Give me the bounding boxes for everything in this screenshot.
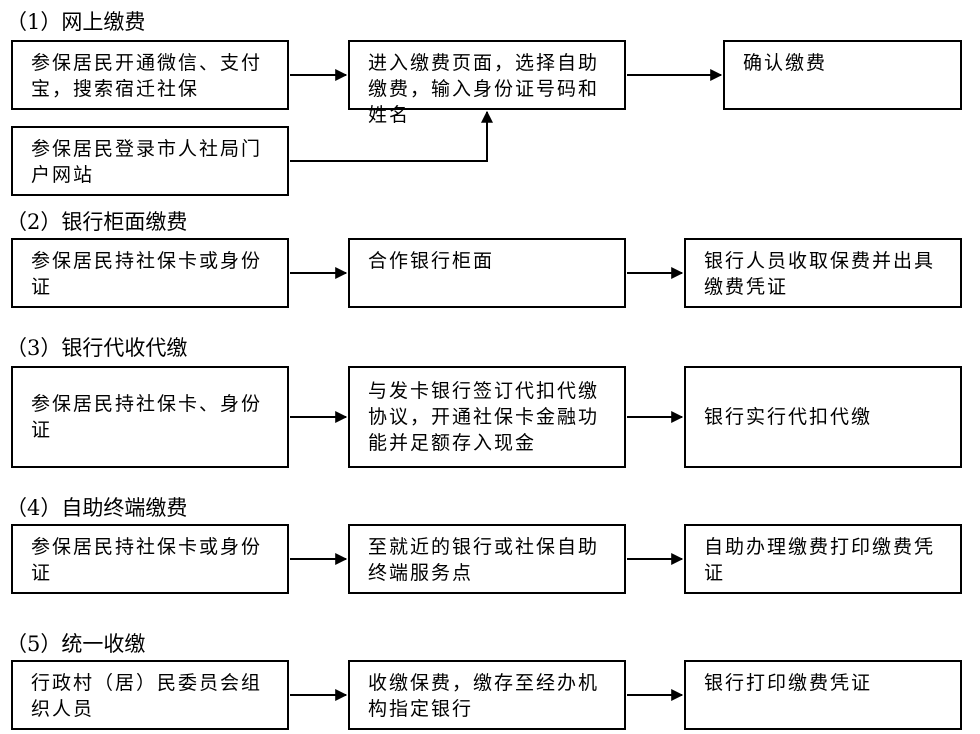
step-2-1-text: 参保居民持社保卡或身份证 [31, 250, 263, 298]
step-3-2-box: 与发卡银行签订代扣代缴协议，开通社保卡金融功能并足额存入现金 [348, 366, 626, 468]
step-3-1-box: 参保居民持社保卡、身份证 [11, 366, 289, 468]
step-1-3-box: 确认缴费 [723, 40, 962, 110]
step-2-3-box: 银行人员收取保费并出具缴费凭证 [684, 238, 962, 308]
step-4-3-box: 自助办理缴费打印缴费凭证 [684, 524, 962, 594]
step-4-1-box: 参保居民持社保卡或身份证 [11, 524, 289, 594]
arrow-1-4-to-1-2 [290, 110, 493, 162]
step-4-1-text: 参保居民持社保卡或身份证 [31, 536, 263, 584]
step-3-1-text: 参保居民持社保卡、身份证 [31, 393, 263, 441]
step-5-3-box: 银行打印缴费凭证 [684, 660, 962, 730]
step-2-2-text: 合作银行柜面 [368, 250, 495, 272]
step-4-2-box: 至就近的银行或社保自助终端服务点 [348, 524, 626, 594]
step-1-3-text: 确认缴费 [743, 52, 828, 74]
step-1-1-box: 参保居民开通微信、支付宝，搜索宿迁社保 [11, 40, 289, 110]
step-5-1-box: 行政村（居）民委员会组织人员 [11, 660, 289, 730]
step-5-2-text: 收缴保费，缴存至经办机构指定银行 [368, 672, 600, 720]
step-1-2-box: 进入缴费页面，选择自助缴费，输入身份证号码和姓名 [348, 40, 626, 126]
step-1-4-box: 参保居民登录市人社局门户网站 [11, 126, 289, 196]
step-5-1-text: 行政村（居）民委员会组织人员 [31, 672, 263, 720]
section-1-heading: （1）网上缴费 [6, 10, 146, 34]
step-2-1-box: 参保居民持社保卡或身份证 [11, 238, 289, 308]
section-2-heading: （2）银行柜面缴费 [6, 210, 188, 234]
step-2-3-text: 银行人员收取保费并出具缴费凭证 [704, 250, 936, 298]
step-3-3-box: 银行实行代扣代缴 [684, 366, 962, 468]
step-5-3-text: 银行打印缴费凭证 [704, 672, 873, 694]
step-1-4-text: 参保居民登录市人社局门户网站 [31, 138, 263, 186]
step-3-2-text: 与发卡银行签订代扣代缴协议，开通社保卡金融功能并足额存入现金 [368, 380, 600, 454]
step-2-2-box: 合作银行柜面 [348, 238, 626, 308]
section-5-heading: （5）统一收缴 [6, 632, 146, 656]
step-1-2-text: 进入缴费页面，选择自助缴费，输入身份证号码和姓名 [368, 52, 600, 126]
section-4-heading: （4）自助终端缴费 [6, 496, 188, 520]
step-4-3-text: 自助办理缴费打印缴费凭证 [704, 536, 936, 584]
step-3-3-text: 银行实行代扣代缴 [704, 406, 873, 428]
step-5-2-box: 收缴保费，缴存至经办机构指定银行 [348, 660, 626, 730]
step-1-1-text: 参保居民开通微信、支付宝，搜索宿迁社保 [31, 52, 263, 100]
section-3-heading: （3）银行代收代缴 [6, 336, 188, 360]
step-4-2-text: 至就近的银行或社保自助终端服务点 [368, 536, 600, 584]
